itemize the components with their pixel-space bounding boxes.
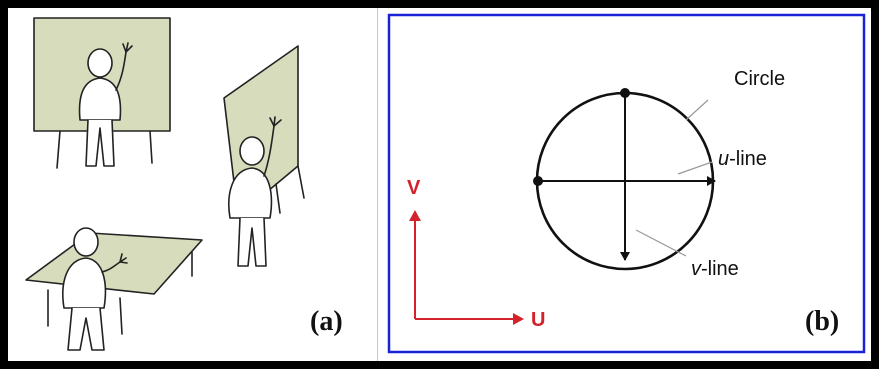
- table-leg: [119, 297, 123, 335]
- person-figure: [78, 42, 133, 167]
- u-line-start-point: [533, 176, 543, 186]
- circle-leader-line: [685, 99, 709, 121]
- tilted-board-sketch: [223, 45, 305, 267]
- v-line-start-point: [620, 88, 630, 98]
- person-figure: [62, 227, 128, 351]
- panel-b-label: (b): [805, 306, 839, 337]
- figure-canvas: (a) Circle u-lin: [8, 8, 871, 361]
- u-line-label-italic: u: [718, 148, 729, 170]
- table-sketch: [25, 227, 203, 351]
- v-axis-label: V: [407, 177, 421, 199]
- panel-b-border: [387, 13, 866, 354]
- board-leg: [56, 130, 61, 169]
- u-line-label-suffix: -line: [729, 148, 767, 170]
- panel-a-label: (a): [310, 306, 343, 337]
- v-line-label: v-line: [691, 258, 739, 280]
- figure-svg: (a) Circle u-lin: [25, 8, 866, 361]
- v-line-label-suffix: -line: [701, 258, 739, 280]
- panel-b: Circle u-line v-line V U (b): [387, 13, 866, 354]
- u-line-leader-line: [677, 161, 713, 175]
- board-leg: [275, 183, 281, 214]
- v-line-leader-line: [635, 229, 687, 257]
- circle-label: Circle: [734, 68, 785, 90]
- table-top: [25, 232, 203, 295]
- board-leg: [149, 130, 153, 164]
- panel-a: (a): [25, 17, 343, 351]
- v-line-label-italic: v: [691, 258, 702, 280]
- wall-board-sketch: [33, 17, 171, 169]
- person-figure: [228, 116, 282, 267]
- u-axis-label: U: [531, 309, 545, 331]
- u-line-label: u-line: [718, 148, 767, 170]
- board-leg: [297, 165, 305, 199]
